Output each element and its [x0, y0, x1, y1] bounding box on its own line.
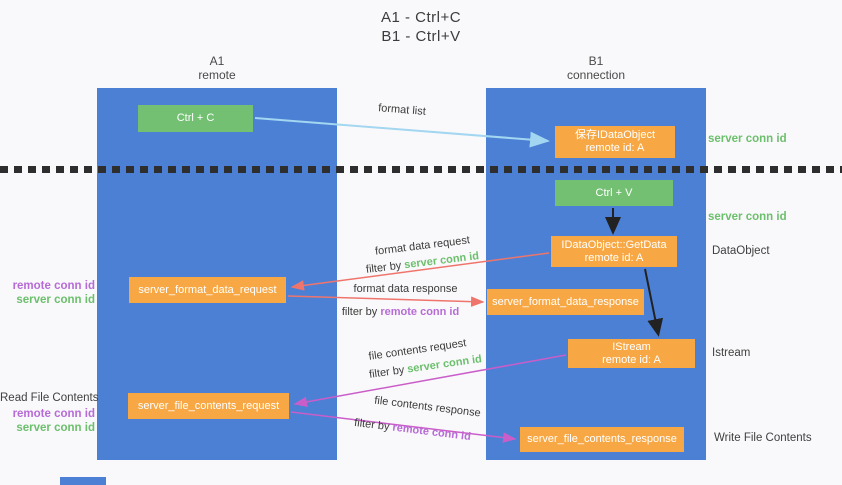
istream-line1: IStream: [612, 340, 651, 353]
arrow-label-filter-remote-conn-2: filter by remote conn id: [350, 416, 476, 443]
node-ctrl-v: Ctrl + V: [555, 180, 673, 206]
node-ctrl-c: Ctrl + C: [138, 105, 253, 132]
istream-line2: remote id: A: [602, 353, 661, 366]
arrow-label-filter-remote-conn-1: filter by remote conn id: [338, 306, 463, 318]
file-response-label: server_file_contents_response: [527, 433, 677, 445]
filter-remote-conn-id-1: remote conn id: [380, 306, 460, 318]
title-line-1: A1 - Ctrl+C: [380, 9, 462, 26]
side-label-write-file-contents: Write File Contents: [714, 432, 812, 444]
column-header-b1: B1 connection: [486, 54, 706, 82]
node-server-format-data-response: server_format_data_response: [487, 289, 644, 315]
ctrl-c-label: Ctrl + C: [176, 112, 215, 124]
side-label-server-conn-id-top: server conn id: [708, 133, 787, 145]
getdata-line1: IDataObject::GetData: [561, 238, 667, 251]
filter-by-text-3: filter by: [368, 364, 406, 381]
node-server-format-data-request: server_format_data_request: [129, 277, 286, 303]
column-b1-role: connection: [566, 68, 626, 82]
node-server-file-contents-response: server_file_contents_response: [520, 427, 684, 452]
title-line-2: B1 - Ctrl+V: [381, 28, 461, 45]
node-idataobject-getdata: IDataObject::GetData remote id: A: [551, 236, 677, 267]
filter-server-conn-id-1: server conn id: [403, 250, 480, 272]
column-a1-id: A1: [209, 54, 225, 68]
left-bottom-remote-conn-id: remote conn id: [12, 408, 95, 420]
format-request-label: server_format_data_request: [138, 283, 277, 296]
node-server-file-contents-request: server_file_contents_request: [128, 393, 289, 419]
node-save-dataobject: 保存IDataObject remote id: A: [555, 126, 675, 158]
ctrl-v-label: Ctrl + V: [595, 186, 633, 199]
getdata-line2: remote id: A: [584, 251, 644, 264]
column-b1-id: B1: [588, 54, 604, 68]
side-label-server-conn-id-mid: server conn id: [708, 211, 787, 223]
left-mid-remote-conn-id: remote conn id: [12, 280, 95, 292]
format-response-label: server_format_data_response: [492, 295, 639, 308]
left-mid-server-conn-id: server conn id: [16, 294, 95, 306]
left-bottom-server-conn-id: server conn id: [16, 422, 95, 434]
column-header-a1: A1 remote: [97, 54, 337, 82]
side-label-dataobject: DataObject: [712, 245, 770, 257]
side-label-istream: Istream: [712, 347, 751, 359]
filter-by-text-2: filter by: [341, 306, 378, 318]
arrow-label-format-data-response: format data response: [353, 283, 458, 295]
filter-by-text-1: filter by: [365, 259, 402, 276]
left-label-block-mid: remote conn id server conn id: [0, 279, 95, 307]
arrow-label-format-list: format list: [377, 102, 427, 118]
diagram-title: A1 - Ctrl+C B1 - Ctrl+V: [0, 8, 842, 46]
dotted-separator-line: [0, 166, 842, 173]
node-istream: IStream remote id: A: [568, 339, 695, 368]
partial-shape-bottom-left: [60, 477, 106, 485]
save-dataobject-line1: 保存IDataObject: [574, 129, 656, 141]
left-label-block-bottom: Read File Contents remote conn id server…: [0, 391, 99, 435]
column-a1-role: remote: [198, 68, 236, 82]
save-dataobject-line2: remote id: A: [585, 142, 645, 154]
file-request-label: server_file_contents_request: [137, 399, 280, 412]
filter-by-text-4: filter by: [353, 416, 391, 434]
filter-server-conn-id-2: server conn id: [406, 353, 483, 376]
arrow-label-file-contents-response: file contents response: [373, 394, 482, 420]
left-label-read-file-contents: Read File Contents: [0, 392, 99, 404]
filter-remote-conn-id-2: remote conn id: [391, 421, 472, 444]
